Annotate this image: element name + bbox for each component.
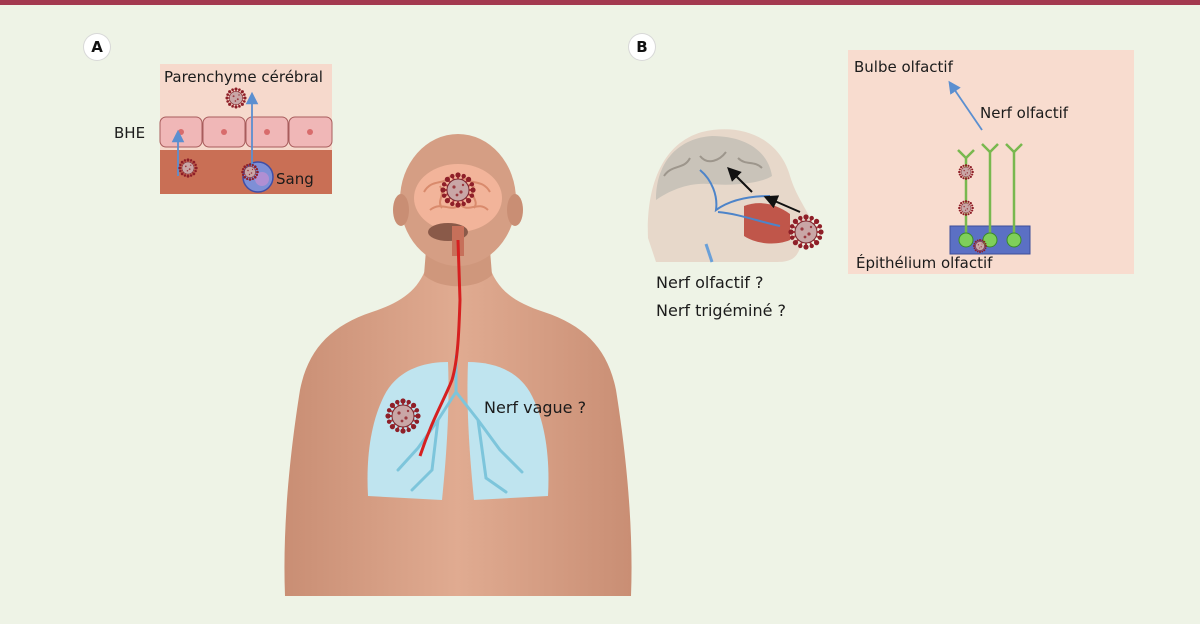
virus-blood [177,157,199,179]
nerf-trigemine-question: Nerf trigéminé ? [656,301,786,320]
panel-b-badge: B [629,34,655,60]
virus-in-lung [384,397,422,435]
panel-a-badge: A [84,34,110,60]
sang-label: Sang [276,170,314,188]
nerf-olfactif-question: Nerf olfactif ? [656,273,764,292]
virus-neuron-lower [957,199,975,217]
human-body-illustration [284,134,632,596]
entry-arrow-brain [727,167,753,193]
olfactory-inset [848,50,1134,274]
virus-epithelium [972,238,988,254]
torso [284,262,632,596]
bbb-inset [159,64,333,194]
nerf-olfactif-label: Nerf olfactif [980,104,1069,122]
virus-in-brain [439,171,477,209]
lungs [367,354,549,500]
entry-arrow-nose [763,195,801,213]
nerf-vague-label: Nerf vague ? [484,398,587,417]
olfactory-arrow [948,80,983,131]
virus-near-nose [787,213,825,251]
virus-in-immune-cell [240,162,260,182]
vagus-nerve [418,239,462,457]
right-ear [507,194,523,226]
parenchyme-label: Parenchyme cérébral [164,68,323,86]
endothelial-cells [159,116,333,148]
bulbe-olfactif-label: Bulbe olfactif [854,58,953,76]
epithelium-olfactif-label: Épithélium olfactif [856,254,993,272]
virus-neuron-upper [957,163,975,181]
left-ear [393,194,409,226]
virus-parenchyme [224,86,248,110]
head-section-illustration [647,129,825,263]
bhe-label: BHE [114,124,146,142]
top-frame-bar [0,0,1200,5]
